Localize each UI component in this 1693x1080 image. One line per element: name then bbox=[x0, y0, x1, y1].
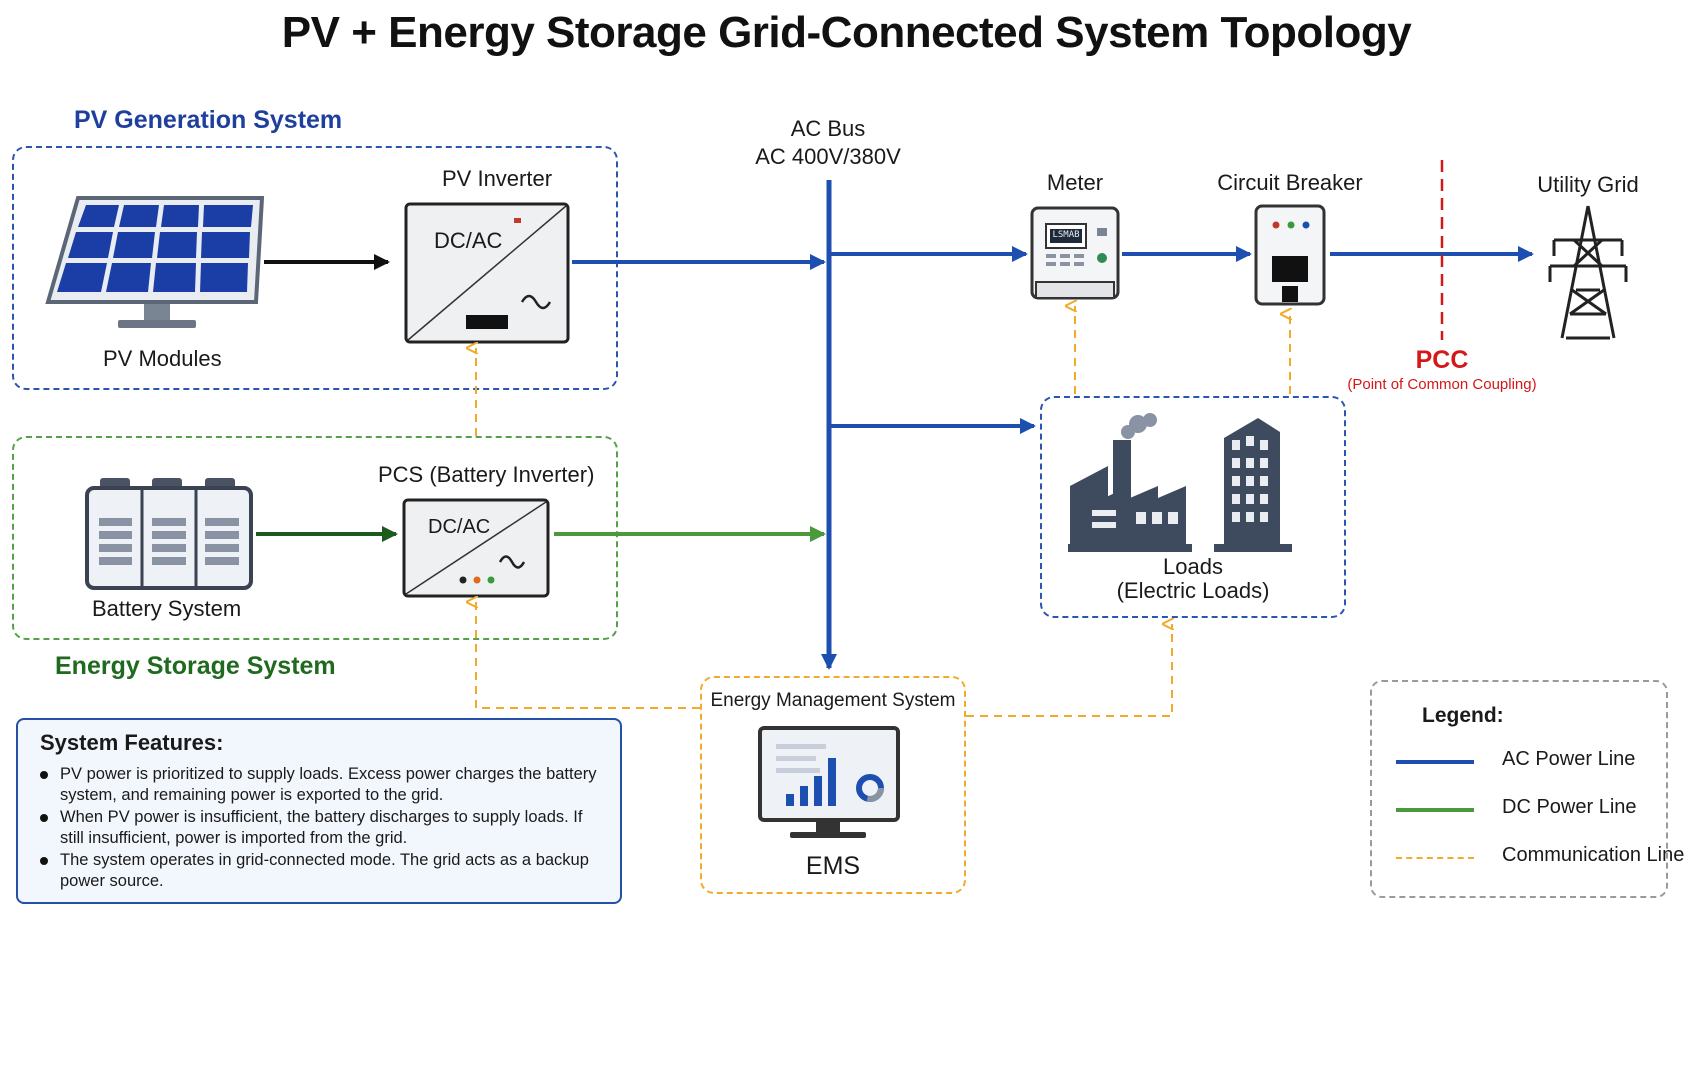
pcc-label: PCC bbox=[1415, 346, 1469, 374]
feature-item: The system operates in grid-connected mo… bbox=[40, 850, 602, 892]
pv-modules-label: PV Modules bbox=[103, 346, 222, 371]
meter-label: Meter bbox=[1046, 170, 1104, 195]
legend-panel: Legend: AC Power Line DC Power Line Comm… bbox=[1370, 680, 1684, 898]
energy-storage-group bbox=[12, 436, 618, 640]
factory-icon bbox=[1068, 413, 1192, 552]
storage-group-title: Energy Storage System bbox=[55, 652, 336, 680]
features-title: System Features: bbox=[40, 730, 224, 755]
pv-generation-group bbox=[12, 146, 618, 390]
meter-display: LSMAB bbox=[1052, 230, 1080, 240]
legend-label: Communication Line bbox=[1502, 844, 1685, 866]
page-title: PV + Energy Storage Grid-Connected Syste… bbox=[281, 8, 1412, 57]
pcs-icon bbox=[402, 498, 550, 598]
legend-label: AC Power Line bbox=[1502, 748, 1636, 770]
communication-lines bbox=[476, 306, 1290, 717]
ems-group bbox=[700, 676, 966, 894]
legend-item-comm: Communication Line bbox=[1392, 842, 1684, 872]
pcc-full-label: (Point of Common Coupling) bbox=[1347, 376, 1537, 393]
pv-inverter-function: DC/AC bbox=[434, 228, 503, 253]
pv-group-title: PV Generation System bbox=[74, 106, 343, 134]
feature-item: When PV power is insufficient, the batte… bbox=[40, 807, 602, 849]
ac-line-swatch bbox=[1396, 760, 1474, 764]
solar-panel-icon bbox=[45, 196, 265, 328]
pv-inverter-icon bbox=[404, 202, 570, 344]
pv-inverter-label: PV Inverter bbox=[442, 166, 553, 191]
ac-bus-label: AC Bus bbox=[790, 116, 866, 141]
legend-title: Legend: bbox=[1422, 704, 1504, 727]
ems-title-label: Energy Management System bbox=[710, 690, 956, 711]
battery-icon bbox=[85, 478, 253, 590]
meter-icon bbox=[1030, 206, 1120, 300]
legend-label: DC Power Line bbox=[1502, 796, 1637, 818]
pcs-label: PCS (Battery Inverter) bbox=[378, 462, 595, 487]
office-building-icon bbox=[1214, 418, 1292, 552]
utility-grid-label: Utility Grid bbox=[1537, 172, 1639, 197]
dc-line-swatch bbox=[1396, 808, 1474, 812]
battery-system-label: Battery System bbox=[92, 596, 242, 621]
ems-monitor-icon bbox=[758, 726, 900, 838]
transmission-tower-icon bbox=[1548, 205, 1628, 340]
ac-bus-voltage: AC 400V/380V bbox=[755, 144, 901, 169]
legend-item-dc: DC Power Line bbox=[1392, 794, 1662, 824]
legend-item-ac: AC Power Line bbox=[1392, 746, 1662, 776]
feature-item: PV power is prioritized to supply loads.… bbox=[40, 764, 602, 806]
loads-sub-label: (Electric Loads) bbox=[1116, 578, 1270, 603]
system-features-panel: System Features: PV power is prioritized… bbox=[16, 718, 622, 904]
pcs-function: DC/AC bbox=[428, 516, 491, 538]
loads-label: Loads bbox=[1163, 554, 1223, 579]
circuit-breaker-icon bbox=[1254, 204, 1326, 306]
loads-group bbox=[1040, 396, 1346, 618]
ems-label: EMS bbox=[805, 852, 861, 880]
circuit-breaker-label: Circuit Breaker bbox=[1217, 170, 1363, 195]
comm-line-swatch bbox=[1396, 857, 1474, 859]
